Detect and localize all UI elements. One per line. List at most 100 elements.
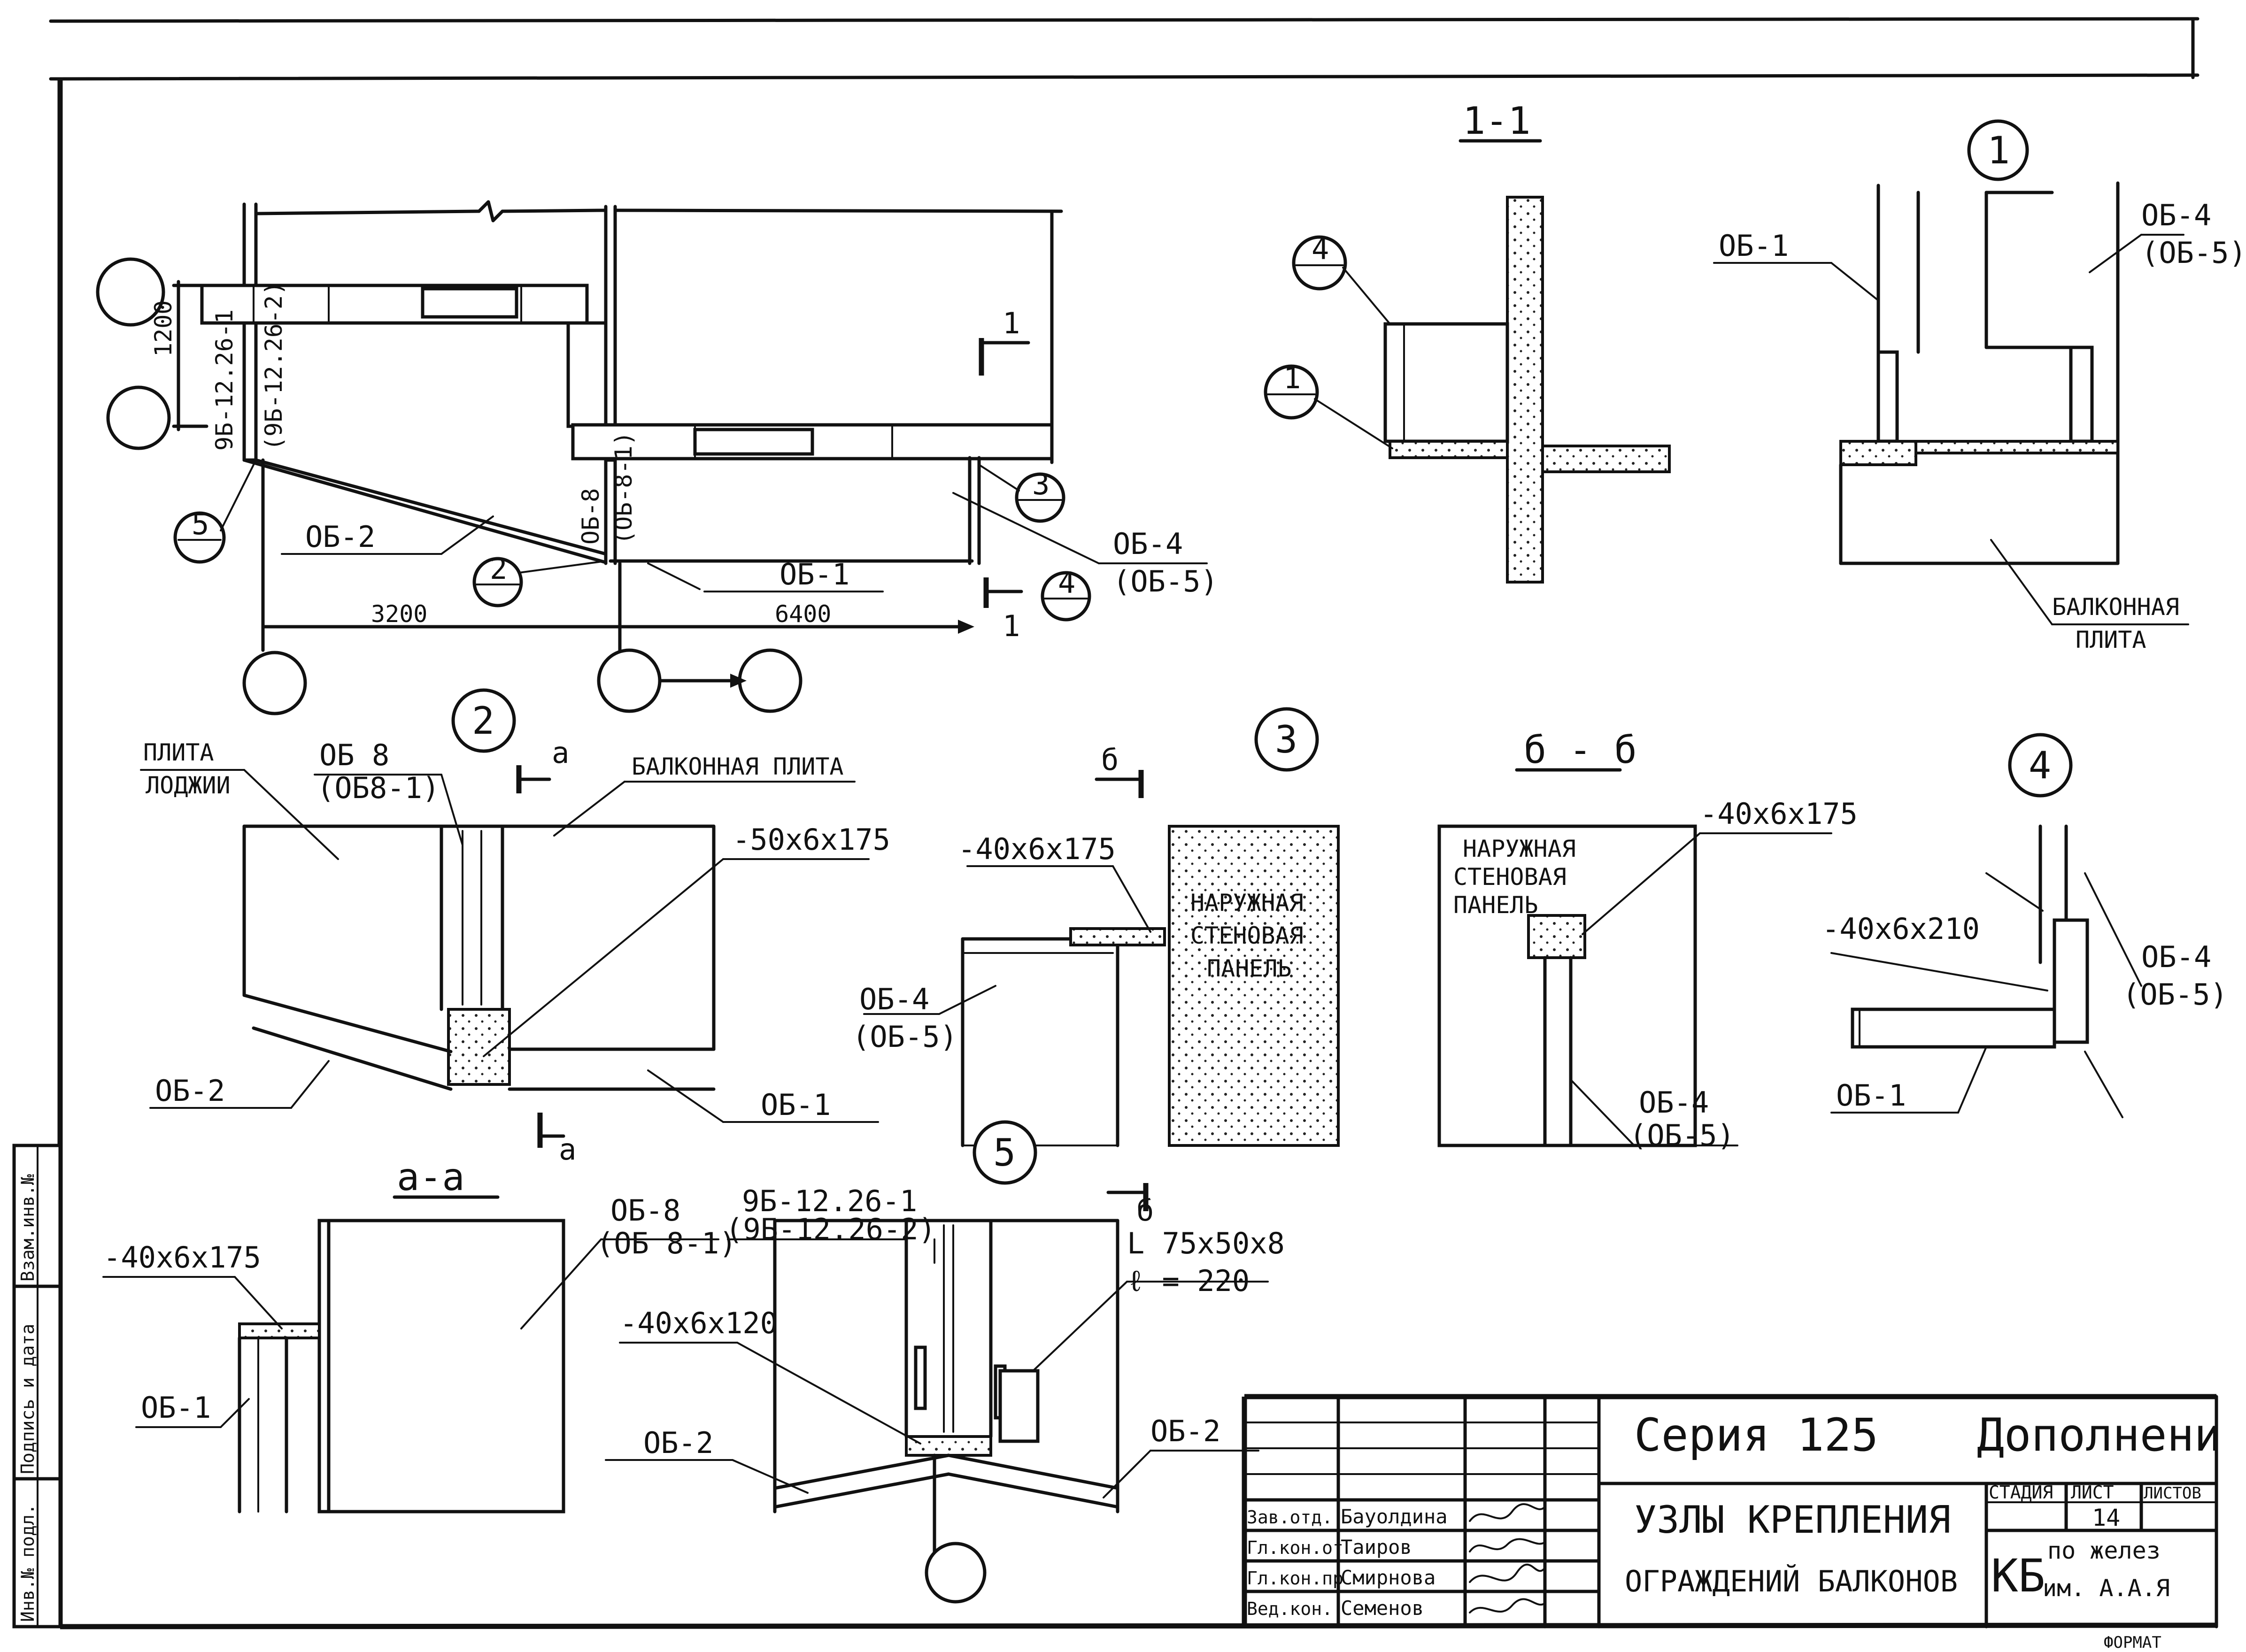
callout-4-number: 4 — [1058, 566, 1075, 600]
section-a-mark: а — [559, 1132, 576, 1167]
stamp-role: Гл.кон.пр — [1247, 1568, 1343, 1589]
label-ob8: ОБ-8 — [610, 1193, 680, 1228]
loggia-slab-label: ПЛИТА — [143, 739, 214, 766]
stamp-org-code: КБ — [1991, 1550, 2045, 1602]
callout-1-number: 1 — [1283, 361, 1301, 395]
callout-3-number: 3 — [1032, 467, 1050, 501]
panel-label: СТЕНОВАЯ — [1190, 922, 1304, 949]
section-1-1-title: 1-1 — [1463, 99, 1531, 143]
mark-9b-2: (9Б-12.26-2) — [726, 1212, 936, 1246]
stamp-series: Серия 125 — [1634, 1409, 1878, 1461]
plan-view — [96, 200, 1208, 715]
section-a-a-title: а-а — [397, 1155, 465, 1199]
plate-label: -40х6х210 — [1822, 912, 1980, 946]
detail-2-number: 2 — [472, 699, 494, 743]
label-ob4: ОБ-4 — [1639, 1085, 1709, 1120]
dim-6400: 6400 — [775, 600, 831, 628]
panel-label: ПАНЕЛЬ — [1453, 891, 1538, 919]
label-ob2: ОБ-2 — [1150, 1414, 1220, 1448]
detail-3 — [863, 707, 1340, 1147]
section-a-mark: а — [552, 736, 569, 770]
label-ob8-1: (ОБ 8-1) — [596, 1226, 737, 1260]
section-b-mark: б — [1101, 743, 1119, 777]
label-ob4: ОБ-4 — [1113, 527, 1183, 561]
signature — [1469, 1598, 1546, 1614]
panel-label: ПАНЕЛЬ — [1207, 955, 1292, 982]
callout-3 — [1015, 472, 1065, 523]
detail-1 — [1713, 119, 2189, 625]
side-stamp-cell: Инв.№ подл. — [17, 1504, 38, 1622]
plate-label: -40х6х120 — [620, 1306, 778, 1340]
section-b-b — [1437, 768, 1832, 1147]
label-ob2: ОБ-2 — [643, 1426, 713, 1460]
format-label: ФОРМАТ — [2104, 1633, 2161, 1652]
label-ob5: (ОБ-5) — [2123, 977, 2228, 1012]
detail-5 — [605, 1120, 1269, 1604]
label-ob8: ОБ 8 — [319, 738, 389, 772]
stamp-role: Гл.кон.от — [1247, 1537, 1343, 1558]
plate-label: -40х6х175 — [1700, 797, 1858, 831]
detail-4-number: 4 — [2029, 744, 2051, 787]
top-strip — [49, 17, 2200, 81]
label-ob5: (ОБ-5) — [852, 1020, 957, 1054]
angle-label: L 75х50х8 — [1127, 1226, 1285, 1260]
mark-9b-1: 9Б-12.26-1 — [211, 309, 238, 451]
loggia-slab-label: ЛОДЖИИ — [146, 772, 231, 799]
stamp-org: по желез — [2047, 1537, 2161, 1564]
label-ob1: ОБ-1 — [1719, 229, 1789, 263]
axis-bubble — [597, 648, 662, 713]
signature — [1469, 1538, 1546, 1552]
detail-1-number: 1 — [1987, 129, 2010, 172]
callout-4 — [1292, 235, 1347, 291]
callout-4 — [1041, 571, 1091, 622]
section-mark: 1 — [1003, 306, 1020, 340]
label-ob4: ОБ-4 — [2141, 198, 2211, 232]
stamp-name: Таиров — [1341, 1536, 1412, 1559]
detail-3-number: 3 — [1275, 718, 1297, 761]
stamp-name: Семенов — [1341, 1597, 1424, 1620]
label-ob5: (ОБ-5) — [1629, 1118, 1735, 1153]
detail-4 — [1830, 733, 2142, 1118]
label-ob5: (ОБ-5) — [2141, 236, 2246, 270]
section-1-1 — [1264, 139, 1671, 584]
stamp-col-sheets: ЛИСТОВ — [2144, 1484, 2201, 1503]
detail-5-number: 5 — [993, 1131, 1016, 1175]
label-ob1: ОБ-1 — [1836, 1078, 1906, 1113]
stamp-col-stage: СТАДИЯ — [1989, 1482, 2053, 1503]
stamp-addition: Дополнени — [1977, 1409, 2221, 1461]
stamp-role: Вед.кон. — [1247, 1598, 1333, 1619]
section-b-b-title: б - б — [1524, 728, 1637, 772]
axis-bubble — [106, 385, 171, 450]
label-ob2: ОБ-2 — [305, 520, 375, 554]
label-ob5: (ОБ-5) — [1113, 564, 1218, 599]
panel-label: СТЕНОВАЯ — [1453, 863, 1567, 891]
axis-bubble — [242, 651, 307, 715]
signature — [1469, 1503, 1546, 1522]
signature — [1469, 1563, 1546, 1583]
axis-bubble — [925, 1542, 987, 1604]
callout-5 — [173, 511, 226, 564]
plate-label: -50х6х175 — [733, 822, 890, 857]
callout-4-number: 4 — [1312, 232, 1329, 266]
balcony-slab-label: БАЛКОННАЯ ПЛИТА — [632, 753, 844, 780]
stamp-name: Бауолдина — [1341, 1505, 1448, 1528]
detail-2 — [140, 688, 879, 1148]
section-mark: 1 — [1003, 609, 1020, 643]
side-stamp — [12, 1144, 62, 1629]
callout-2-number: 2 — [490, 552, 507, 586]
label-ob1: ОБ-1 — [141, 1391, 211, 1425]
stamp-title: ОГРАЖДЕНИЙ БАЛКОНОВ — [1625, 1564, 1958, 1598]
side-stamp-cell: Взам.инв.№ — [17, 1174, 38, 1282]
mark-9b-1: 9Б-12.26-1 — [742, 1184, 917, 1218]
label-ob1: ОБ-1 — [780, 557, 849, 592]
stamp-col-sheet: ЛИСТ — [2071, 1482, 2114, 1503]
callout-2 — [472, 557, 523, 607]
title-block — [1242, 1394, 2218, 1629]
angle-length: ℓ = 220 — [1127, 1264, 1250, 1298]
stamp-role: Зав.отд. — [1247, 1507, 1333, 1528]
label-ob1: ОБ-1 — [761, 1088, 831, 1122]
mark-9b-2: (9Б-12.26-2) — [260, 281, 287, 451]
stamp-name: Смирнова — [1341, 1566, 1436, 1589]
stamp-org: им. А.А.Я — [2043, 1575, 2170, 1602]
label-ob2: ОБ-2 — [155, 1074, 225, 1108]
